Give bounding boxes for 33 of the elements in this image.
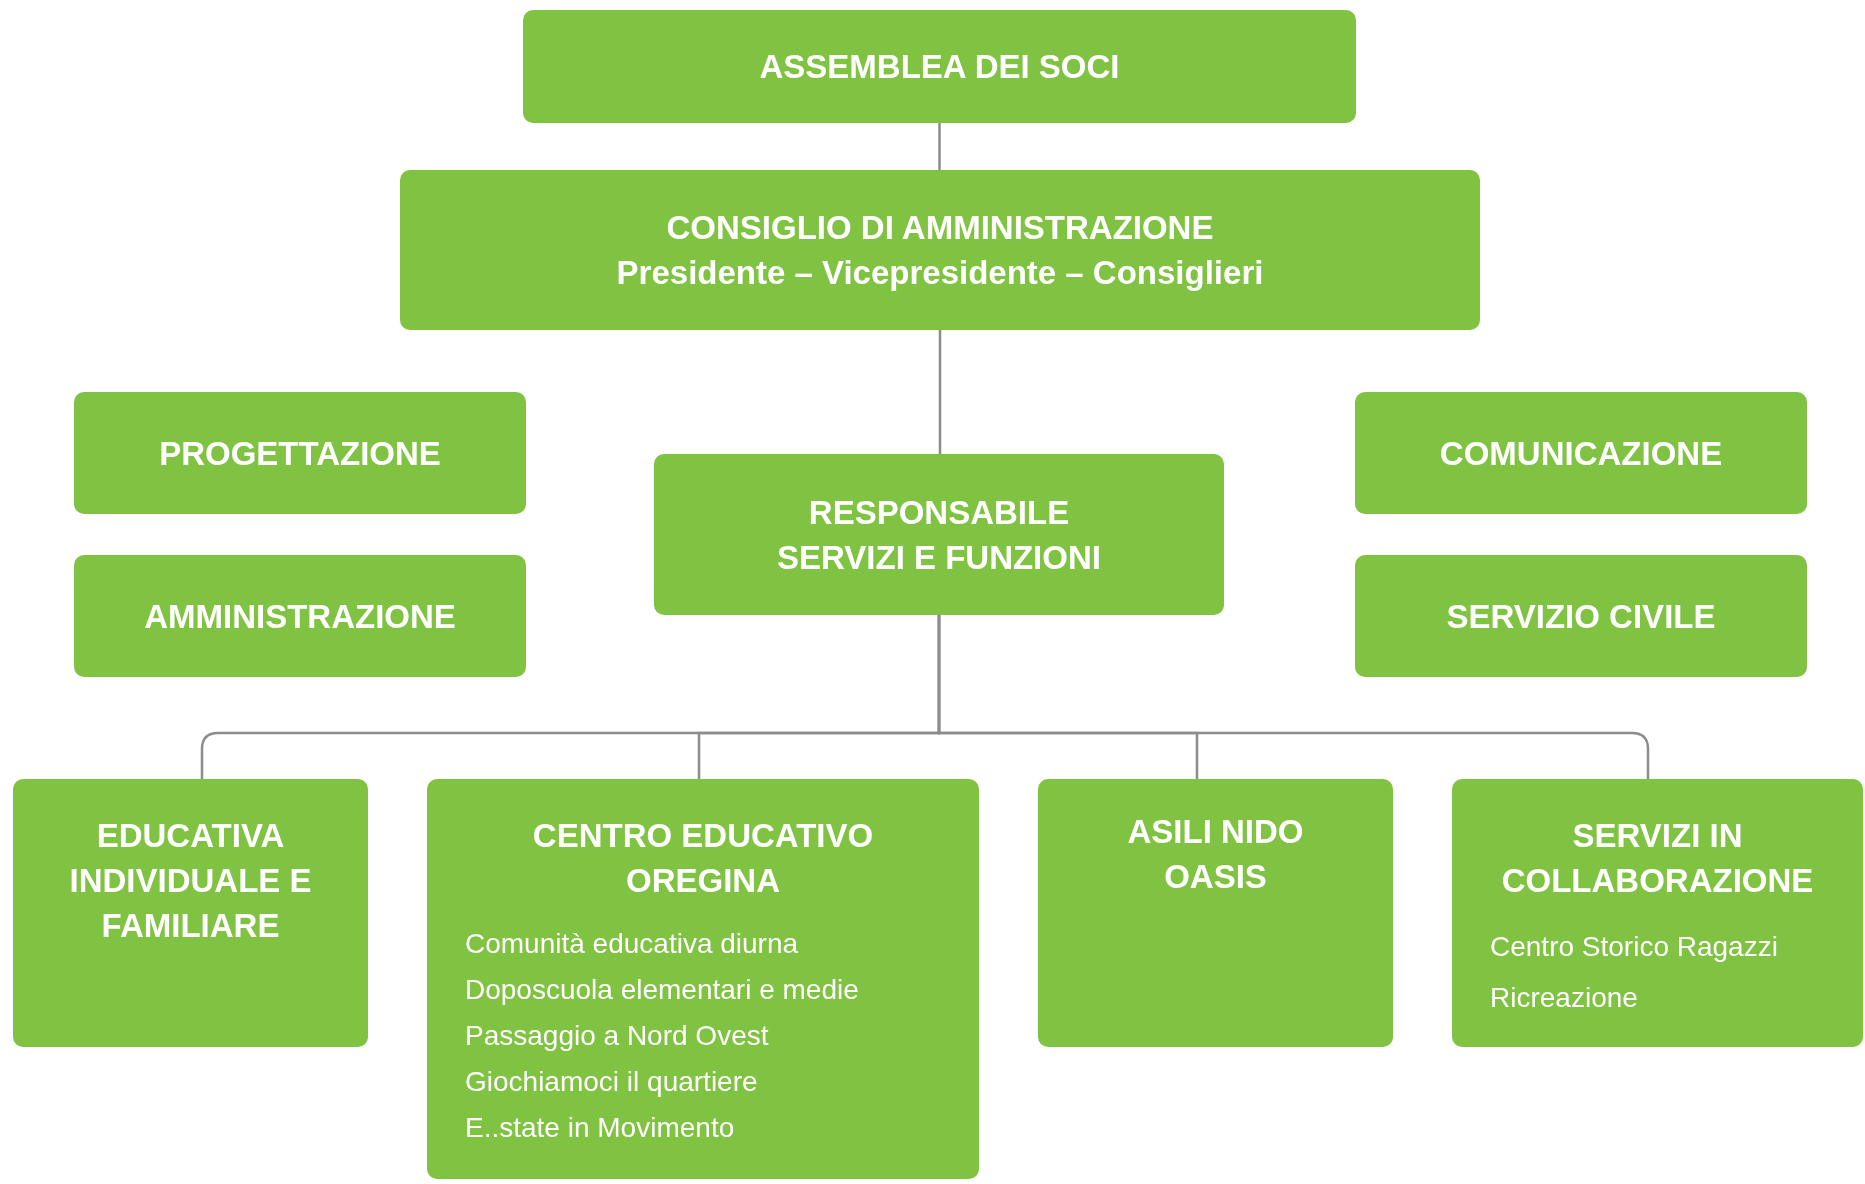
connector-line xyxy=(938,330,942,454)
list-item: Passaggio a Nord Ovest xyxy=(464,1019,770,1053)
list-item: Doposcuola elementari e medie xyxy=(464,973,860,1007)
box-title: RESPONSABILE SERVIZI E FUNZIONI xyxy=(776,492,1102,578)
org-box xyxy=(1038,779,1393,1047)
org-box xyxy=(400,170,1480,330)
connector-line xyxy=(938,123,941,170)
org-box xyxy=(1355,555,1807,677)
box-subtitle: Presidente – Vicepresidente – Consiglieri xyxy=(616,253,1264,293)
box-title: CENTRO EDUCATIVO OREGINA xyxy=(531,816,875,901)
org-box xyxy=(74,555,526,677)
org-box xyxy=(1355,392,1807,514)
box-title: ASSEMBLEA DEI SOCI xyxy=(759,47,1120,87)
org-box xyxy=(654,454,1224,615)
box-title: CONSIGLIO DI AMMINISTRAZIONE xyxy=(666,208,1214,248)
box-title: SERVIZIO CIVILE xyxy=(1446,596,1716,637)
org-box xyxy=(13,779,368,1047)
box-title: AMMINISTRAZIONE xyxy=(144,596,456,637)
box-title: EDUCATIVA INDIVIDUALE E FAMILIARE xyxy=(68,816,313,946)
org-box xyxy=(74,392,526,514)
list-item: E..state in Movimento xyxy=(464,1111,736,1145)
box-title: ASILI NIDO OASIS xyxy=(1126,812,1305,897)
list-item: Giochiamoci il quartiere xyxy=(464,1065,759,1099)
list-item: Comunità educativa diurna xyxy=(464,927,800,961)
org-box xyxy=(523,10,1356,123)
connector-line xyxy=(937,615,1650,779)
box-title: PROGETTAZIONE xyxy=(159,433,441,474)
org-box xyxy=(1452,779,1863,1047)
list-item: Centro Storico Ragazzi xyxy=(1489,930,1779,964)
org-box xyxy=(427,779,979,1179)
list-item: Ricreazione xyxy=(1489,981,1639,1015)
box-title: COMUNICAZIONE xyxy=(1439,433,1723,474)
box-title: SERVIZI IN COLLABORAZIONE xyxy=(1500,816,1815,901)
